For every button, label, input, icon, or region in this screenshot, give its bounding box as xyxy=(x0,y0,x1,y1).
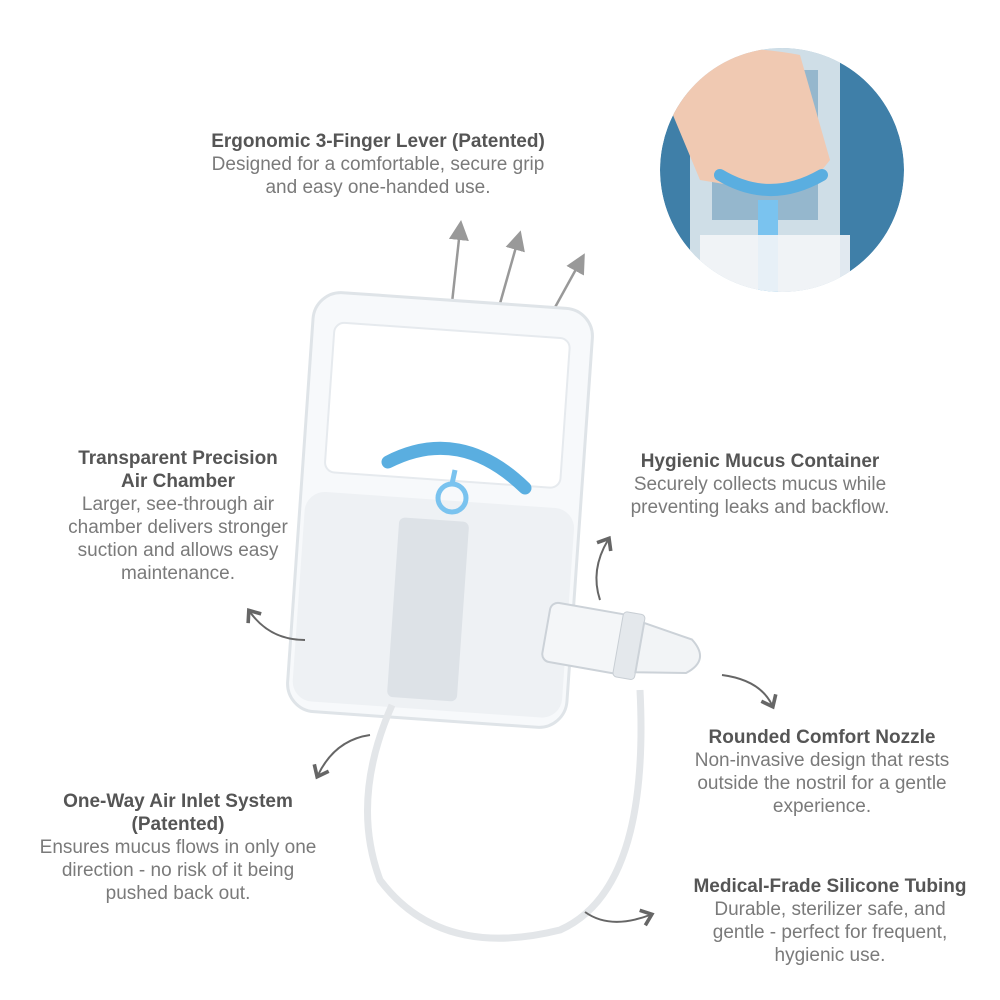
feature-chamber: Transparent Precision Air Chamber Larger… xyxy=(28,447,328,585)
feature-title: One-Way Air Inlet System xyxy=(63,791,293,812)
feature-title: Rounded Comfort Nozzle xyxy=(708,727,936,748)
feature-text: and easy one-handed use. xyxy=(265,177,491,198)
feature-title: (Patented) xyxy=(131,814,225,835)
feature-text: preventing leaks and backflow. xyxy=(630,497,890,518)
feature-text: pushed back out. xyxy=(105,883,251,904)
feature-text: direction - no risk of it being xyxy=(61,860,295,881)
feature-text: Designed for a comfortable, secure grip xyxy=(211,154,545,175)
feature-lever: Ergonomic 3-Finger Lever (Patented) Desi… xyxy=(178,130,578,199)
feature-text: suction and allows easy xyxy=(77,540,279,561)
feature-text: hygienic use. xyxy=(774,945,886,966)
feature-text: gentle - perfect for frequent, xyxy=(712,922,948,943)
feature-title: Air Chamber xyxy=(120,471,236,492)
nozzle xyxy=(541,601,701,680)
feature-tubing: Medical-Frade Silicone Tubing Durable, s… xyxy=(660,875,1000,967)
feature-title: Hygienic Mucus Container xyxy=(640,451,880,472)
feature-text: Ensures mucus flows in only one xyxy=(39,837,317,858)
feature-text: outside the nostril for a gentle xyxy=(697,773,947,794)
feature-text: experience. xyxy=(772,796,872,817)
feature-title: Ergonomic 3-Finger Lever (Patented) xyxy=(211,131,545,152)
feature-inlet: One-Way Air Inlet System (Patented) Ensu… xyxy=(8,790,348,905)
feature-text: chamber delivers stronger xyxy=(68,517,288,538)
feature-text: Securely collects mucus while xyxy=(633,474,887,495)
feature-nozzle: Rounded Comfort Nozzle Non-invasive desi… xyxy=(652,726,992,818)
feature-text: maintenance. xyxy=(120,563,236,584)
feature-title: Transparent Precision xyxy=(78,448,278,469)
pointer-arrows xyxy=(246,535,778,927)
feature-text: Larger, see-through air xyxy=(81,494,275,515)
usage-inset-photo xyxy=(660,48,904,292)
aspirator-device xyxy=(286,291,594,729)
feature-text: Non-invasive design that rests xyxy=(694,750,950,771)
feature-title: Medical-Frade Silicone Tubing xyxy=(693,876,967,897)
feature-text: Durable, sterilizer safe, and xyxy=(714,899,946,920)
silicone-tube xyxy=(364,689,645,942)
feature-container: Hygienic Mucus Container Securely collec… xyxy=(590,450,930,519)
